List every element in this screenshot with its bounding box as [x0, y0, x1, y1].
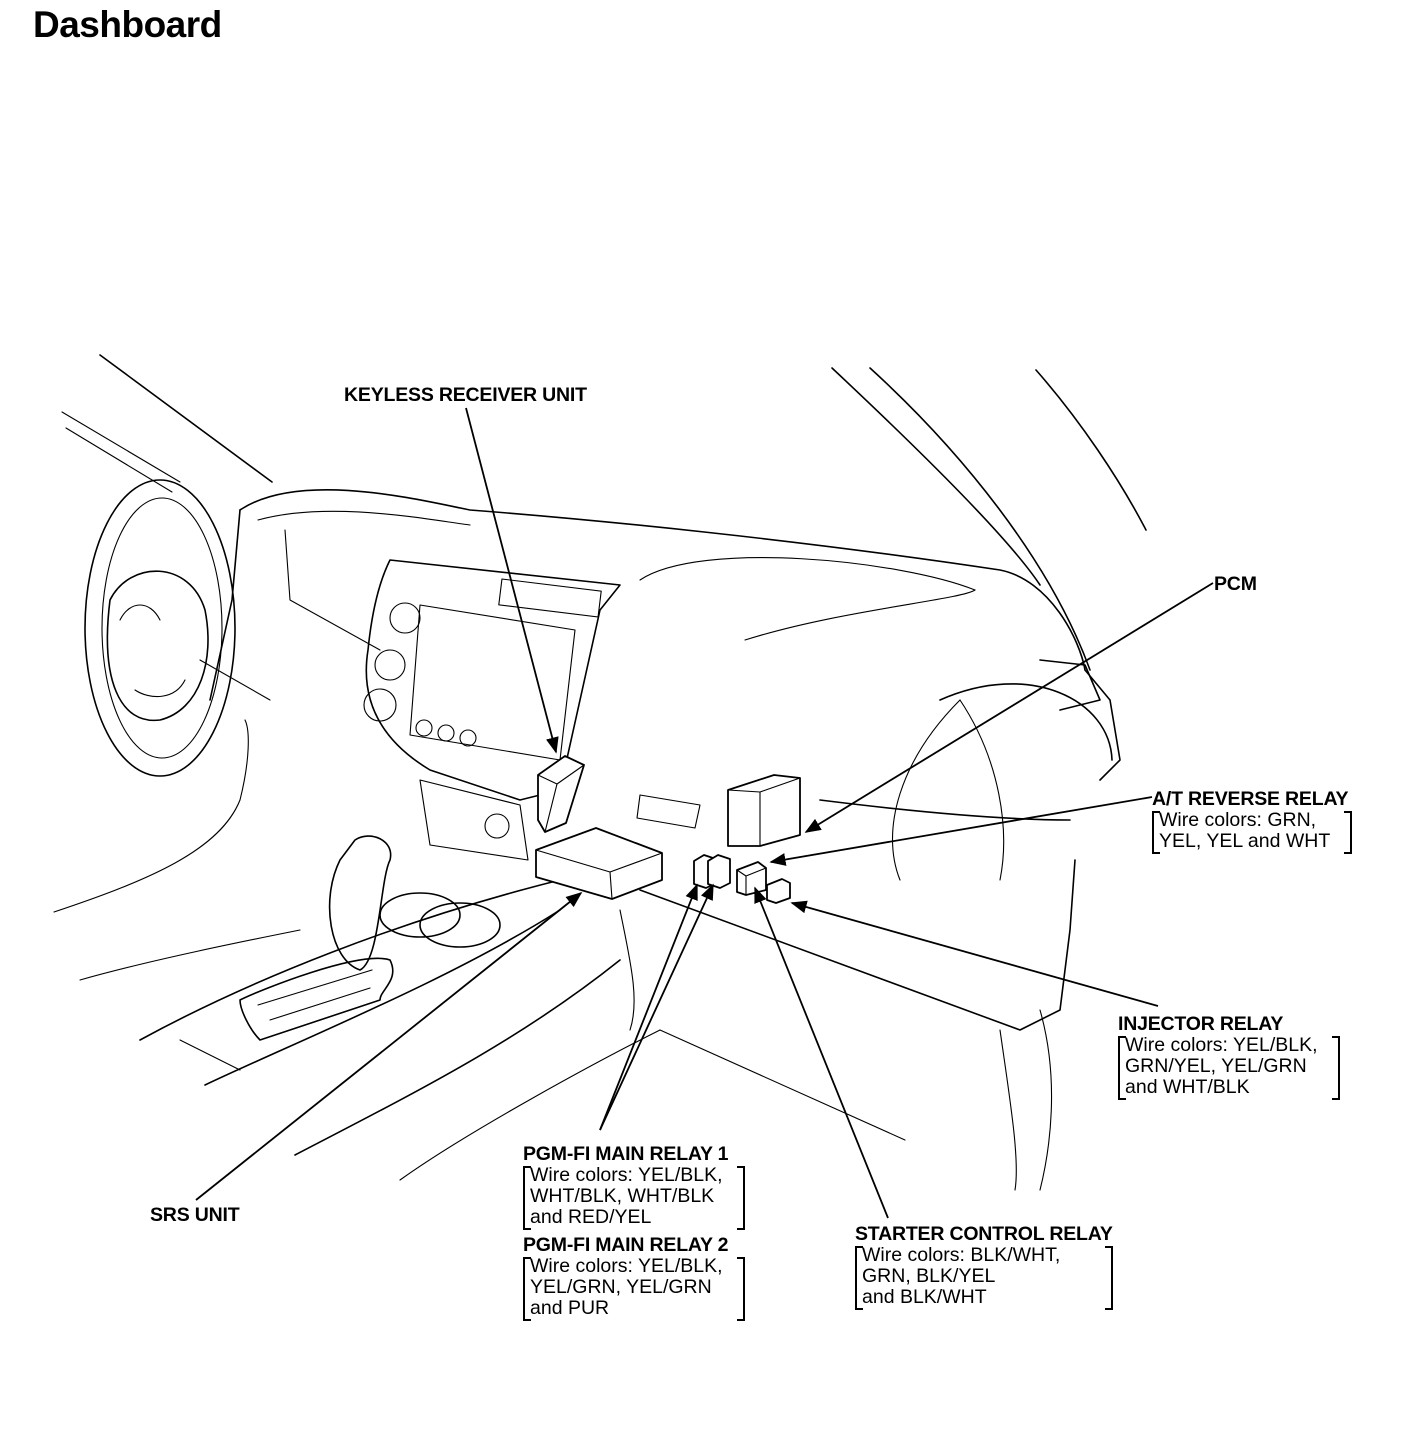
starter-control-relay-wire-colors: Wire colors: BLK/WHT, GRN, BLK/YEL and B… — [855, 1244, 1113, 1310]
wire-colors-line: Wire colors: YEL/BLK, — [530, 1164, 723, 1186]
pgm-fi-main-relay-2-label: PGM-FI MAIN RELAY 2 Wire colors: YEL/BLK… — [523, 1234, 745, 1321]
wire-colors-line: and PUR — [530, 1297, 610, 1319]
srs-unit-label: SRS UNIT — [150, 1204, 240, 1226]
lower-dash-panel — [639, 859, 1076, 1191]
wire-colors-line: YEL, YEL and WHT — [1159, 830, 1331, 852]
starter-control-relay-name: STARTER CONTROL RELAY — [855, 1223, 1113, 1245]
pgm-fi-main-relay-1-name: PGM-FI MAIN RELAY 1 — [523, 1143, 729, 1165]
wire-colors-line: and WHT/BLK — [1125, 1076, 1250, 1098]
at-reverse-relay-label: A/T REVERSE RELAY Wire colors: GRN, YEL,… — [1152, 788, 1353, 854]
page-title: Dashboard — [33, 4, 222, 45]
center-console — [53, 719, 906, 1181]
wire-colors-line: and RED/YEL — [530, 1206, 652, 1228]
pgm-fi-main-relay-1-wire-colors: Wire colors: YEL/BLK, WHT/BLK, WHT/BLK a… — [523, 1164, 745, 1230]
pcm-box — [727, 774, 801, 847]
wire-colors-line: YEL/GRN, YEL/GRN — [530, 1276, 712, 1298]
at-reverse-and-starter-relays — [736, 861, 767, 896]
wire-colors-line: Wire colors: YEL/BLK, — [1125, 1034, 1318, 1056]
injector-relay-name: INJECTOR RELAY — [1118, 1013, 1284, 1035]
at-reverse-relay-name: A/T REVERSE RELAY — [1152, 788, 1349, 810]
wire-colors-line: and BLK/WHT — [862, 1286, 987, 1308]
at-reverse-relay-wire-colors: Wire colors: GRN, YEL, YEL and WHT — [1152, 809, 1353, 854]
pgm-fi-main-relay-1-label: PGM-FI MAIN RELAY 1 Wire colors: YEL/BLK… — [523, 1143, 745, 1230]
pcm-label: PCM — [1214, 574, 1257, 595]
keyless-receiver-unit-name: KEYLESS RECEIVER UNIT — [344, 384, 587, 406]
srs-unit-box — [535, 827, 663, 900]
steering-wheel — [84, 479, 271, 777]
wire-colors-line: GRN, BLK/YEL — [862, 1265, 996, 1287]
keyless-receiver-unit-box — [537, 755, 585, 833]
wire-colors-line: Wire colors: GRN, — [1159, 809, 1317, 831]
starter-control-relay-label: STARTER CONTROL RELAY Wire colors: BLK/W… — [855, 1223, 1113, 1310]
keyless-receiver-unit-label: KEYLESS RECEIVER UNIT — [344, 385, 587, 406]
pcm-name: PCM — [1214, 573, 1257, 595]
injector-relay-label: INJECTOR RELAY Wire colors: YEL/BLK, GRN… — [1118, 1013, 1340, 1100]
callout-leaders — [195, 407, 1214, 1219]
injector-relay-box — [766, 878, 791, 904]
wire-colors-line: WHT/BLK, WHT/BLK — [530, 1185, 715, 1207]
pgm-fi-main-relays — [693, 854, 731, 889]
wire-colors-line: Wire colors: YEL/BLK, — [530, 1255, 723, 1277]
injector-relay-wire-colors: Wire colors: YEL/BLK, GRN/YEL, YEL/GRN a… — [1118, 1034, 1340, 1100]
pgm-fi-main-relay-2-wire-colors: Wire colors: YEL/BLK, YEL/GRN, YEL/GRN a… — [523, 1255, 745, 1321]
windshield-lines — [61, 354, 1147, 761]
wire-colors-line: Wire colors: BLK/WHT, — [862, 1244, 1061, 1266]
wire-colors-line: GRN/YEL, YEL/GRN — [1125, 1055, 1307, 1077]
dashboard-contour — [209, 488, 1121, 881]
center-stack — [363, 559, 701, 861]
srs-unit-name: SRS UNIT — [150, 1204, 240, 1226]
pgm-fi-main-relay-2-name: PGM-FI MAIN RELAY 2 — [523, 1234, 729, 1256]
